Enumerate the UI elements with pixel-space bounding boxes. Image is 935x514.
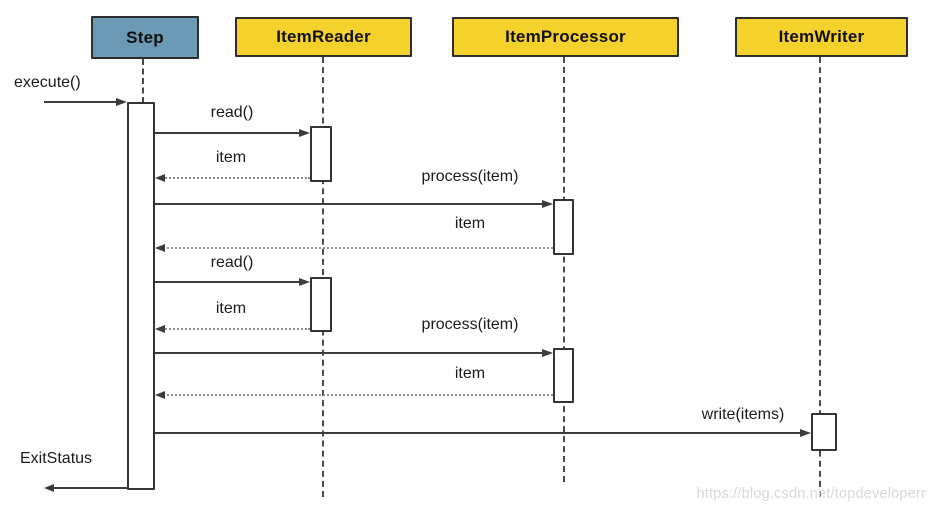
message-item-return3-line xyxy=(162,328,310,330)
message-exit-status-arrowhead-icon xyxy=(44,484,54,492)
actor-item-reader-label: ItemReader xyxy=(276,27,371,46)
item-processor-activation-2 xyxy=(553,348,574,403)
item-processor-lifeline xyxy=(563,57,565,482)
message-process1-label: process(item) xyxy=(421,168,519,185)
message-item-return4-arrowhead-icon xyxy=(155,391,165,399)
message-read1-label: read() xyxy=(210,104,254,121)
message-read2-line xyxy=(155,281,300,283)
message-read1-line xyxy=(155,132,300,134)
item-writer-activation xyxy=(811,413,837,451)
actor-item-reader: ItemReader xyxy=(235,17,412,57)
message-item-return1-line xyxy=(162,177,310,179)
message-read2-label: read() xyxy=(210,254,254,271)
item-reader-activation-1 xyxy=(310,126,332,182)
message-exit-status-line xyxy=(50,487,128,489)
item-processor-activation-1 xyxy=(553,199,574,255)
actor-item-processor-label: ItemProcessor xyxy=(505,27,626,46)
message-item-return4-line xyxy=(162,394,553,396)
message-write-arrowhead-icon xyxy=(800,429,811,437)
message-execute-label: execute() xyxy=(14,74,81,91)
message-process2-line xyxy=(155,352,543,354)
message-exit-status-label: ExitStatus xyxy=(20,450,93,467)
actor-item-writer: ItemWriter xyxy=(735,17,908,57)
message-item-return1-arrowhead-icon xyxy=(155,174,165,182)
message-item-return3-arrowhead-icon xyxy=(155,325,165,333)
message-item-return4-label: item xyxy=(454,365,486,382)
message-item-return3-label: item xyxy=(215,300,247,317)
message-item-return2-line xyxy=(162,247,553,249)
message-write-line xyxy=(155,432,801,434)
message-process1-arrowhead-icon xyxy=(542,200,553,208)
actor-step-label: Step xyxy=(126,27,164,47)
step-activation-bar xyxy=(127,102,155,490)
message-execute-line xyxy=(44,101,118,103)
message-process2-label: process(item) xyxy=(421,316,519,333)
message-process2-arrowhead-icon xyxy=(542,349,553,357)
message-read2-arrowhead-icon xyxy=(299,278,310,286)
item-writer-lifeline xyxy=(819,57,821,497)
message-item-return1-label: item xyxy=(215,149,247,166)
actor-step: Step xyxy=(91,16,199,59)
message-read1-arrowhead-icon xyxy=(299,129,310,137)
item-reader-activation-2 xyxy=(310,277,332,332)
actor-item-writer-label: ItemWriter xyxy=(778,27,865,46)
actor-item-processor: ItemProcessor xyxy=(452,17,679,57)
watermark-url: https://blog.csdn.net/topdeveloperr xyxy=(696,486,926,502)
message-execute-arrowhead-icon xyxy=(116,98,127,106)
message-write-label: write(items) xyxy=(701,406,785,423)
message-process1-line xyxy=(155,203,543,205)
message-item-return2-arrowhead-icon xyxy=(155,244,165,252)
step-lifeline xyxy=(142,59,144,103)
message-item-return2-label: item xyxy=(454,215,486,232)
